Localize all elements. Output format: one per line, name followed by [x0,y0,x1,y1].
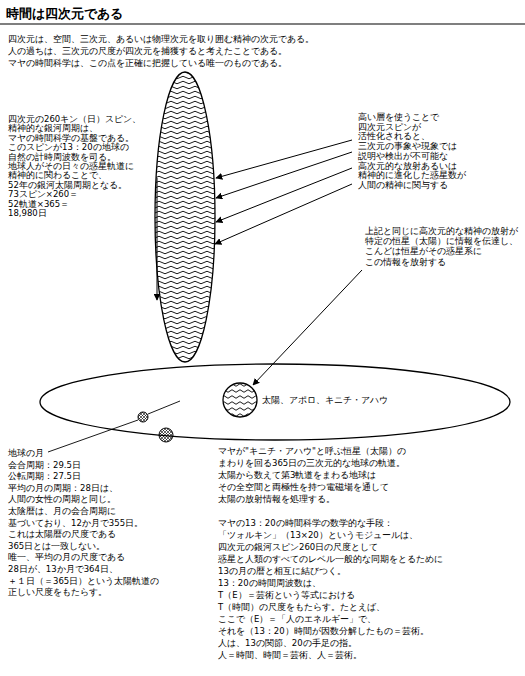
note-line: 太陽から数えて第3軌道をまわる地球は [218,471,376,480]
note-line: 上記と同じに高次元的な精神の放射が [365,227,518,236]
note-line: 28日が、13か月で364日、 [8,565,118,574]
sun-label: 太陽、アポロ、キニチ・アハウ [262,396,388,405]
note-line: 人間の女性の周期と同じ。 [8,495,116,504]
note-line: 唯一、平均の月の尺度である [8,553,125,562]
note-line: 特定の恒星（太陽）に情報を伝達し、 [365,237,518,246]
spin-arrow [157,178,158,300]
radiation-arrow [215,184,352,244]
note-line: 太陽の放射情報を処理する。 [218,495,335,504]
note-line: マヤが"キニチ・アハウ"と呼ぶ恒星（太陽）の [218,447,406,456]
sun-outline [222,382,258,418]
note-line: 説明や検出が不可能な [358,152,448,161]
note-line: 人の過ちは、三次元の尺度が四次元を捕獲すると考えたことである。 [8,47,287,56]
note-line: 52年の銀河太陽周期となる。 [8,181,127,190]
title: 時間は四次元である [6,7,123,20]
earth [159,428,173,442]
spin-ellipse [155,72,215,362]
note-line: 73スピン×260＝ [8,190,78,199]
note-line: マヤの時間科学の基盤である。 [8,134,134,143]
note-line: マヤの13：20の時間科学の数学的な手段： [218,519,393,528]
note-line: 平均の月の周期：28日は、 [8,484,118,493]
note-line: 活性化されると、 [358,132,430,141]
note-line: 自然の計時周波数を司る。 [8,153,116,162]
note-line: 52軌道×365＝ [8,200,69,209]
title-rule [0,23,525,24]
radiation-arrow [216,152,352,198]
note-line: 18,980日 [8,209,47,218]
note-line: それを（13：20）時間が因数分解したもの＝芸術。 [218,627,429,636]
note-line: これは太陽暦の尺度である [8,530,116,539]
star-arrow [253,270,362,385]
note-line: 地球の月 [8,449,44,458]
moon-leader [48,420,138,452]
note-line: この情報を放射する [365,258,446,267]
note-line: まわりを回る365日の三次元的な地球の軌道。 [218,459,405,468]
note-line: 四次元の銀河スピン260日の尺度として [218,543,378,552]
note-line: T（時間）の尺度をもたらす。たとえば、 [218,603,385,612]
note-line: 「ツォルキン」（13×20）というモジュールは、 [218,531,418,540]
note-line: 精神的に関わることで、 [8,171,107,180]
note-line: 基づいており、12か月で355日。 [8,519,143,528]
note-line: 四次元は、空間、三次元、あるいは物理次元を取り囲む精神の次元である。 [8,35,314,44]
moon [138,412,148,422]
sun-disc [223,383,257,417]
note-line: 365日とは一致しない。 [8,542,105,551]
note-line: 太陰暦は、月の会合周期に [8,507,116,516]
note-line: 四次元の260キン（日）スピン、 [8,115,141,124]
note-line: 13：20の時間周波数は、 [218,579,321,588]
note-line: T（E）＝芸術という等式における [218,591,355,600]
note-line: その全空間と両極性を持つ電磁場を通して [218,483,389,492]
note-line: 高次元的な放射あるいは [358,162,457,171]
note-line: 人は、13の関節、20の手足の指。 [218,639,357,648]
note-line: 人＝時間、時間＝芸術、人＝芸術。 [218,651,362,660]
note-line: 精神的な銀河周期は、 [8,124,98,133]
earth-orbit [40,364,510,440]
note-line: ここで（E）＝「人のエネルギー」で、 [218,615,376,624]
note-line: ＋１日（＝365日）という太陽軌道の [8,577,159,586]
note-line: 人間の精神に関与する [358,181,448,190]
note-line: 三次元の事象や現象では [358,142,457,151]
note-line: 会合周期：29.5日 [8,461,81,470]
sun-circle: 太陽、アポロ、キニチ・アハウ [222,382,258,418]
note-line: 正しい尺度をもたらす。 [8,588,107,597]
note-line: このスピンが13：20の地球の [8,143,129,152]
note-line: 13の月の暦と相互に結びつく。 [218,567,346,576]
note-line: 惑星と人類のすべてのレベル一般的な同期をとるために [218,555,443,564]
note-line: こんどは恒星がその惑星系に [365,247,482,256]
note-line: 四次元スピンが [358,123,421,132]
note-line: 精神的に進化した惑星数が [358,171,466,180]
moon-line [148,401,180,414]
note-line: 地球人がその日々の惑星軌道に [8,162,134,171]
note-line: 公転周期：27.5日 [8,472,81,481]
note-line: 高い層を使うことで [358,113,439,122]
note-line: マヤの時間科学は、この点を正確に把握している唯一のものである。 [8,59,287,68]
